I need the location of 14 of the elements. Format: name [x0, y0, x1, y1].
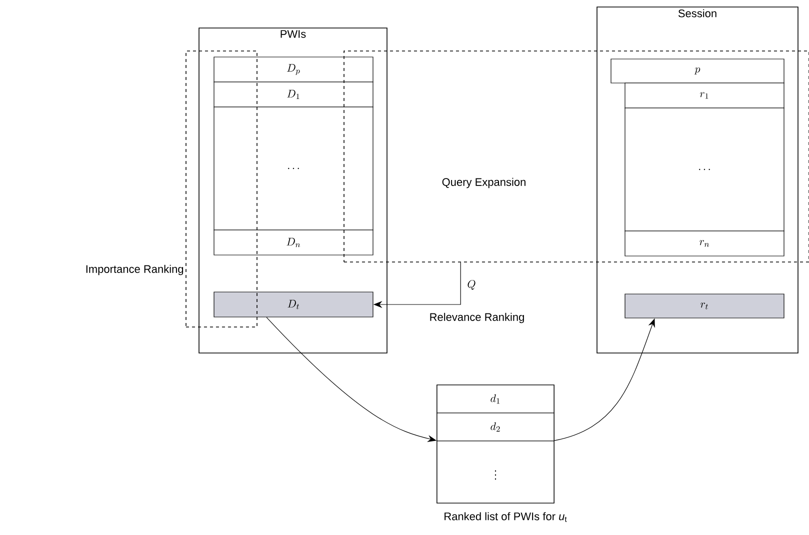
list-row: $d_2$ [436, 412, 554, 442]
highlighted-row: $D_t$ [214, 292, 374, 318]
annotation: Relevance Ranking [430, 312, 524, 324]
node-label: Ranked list of PWIs for u$_{t}$ [444, 512, 567, 522]
list-row: $r_n$ [624, 230, 784, 256]
node-label: Importance Ranking [86, 264, 184, 276]
list-row: $D_1$ [214, 82, 374, 108]
highlighted-row: $r_t$ [624, 294, 784, 318]
list-row: $r_1$ [624, 82, 784, 108]
list-row: $d_1$ [436, 384, 554, 414]
edge-label: $Q$ [468, 280, 476, 290]
list-row: $D_p$ [214, 56, 374, 82]
list-row: $D_n$ [214, 230, 374, 256]
list-row: $p$ [610, 58, 784, 84]
